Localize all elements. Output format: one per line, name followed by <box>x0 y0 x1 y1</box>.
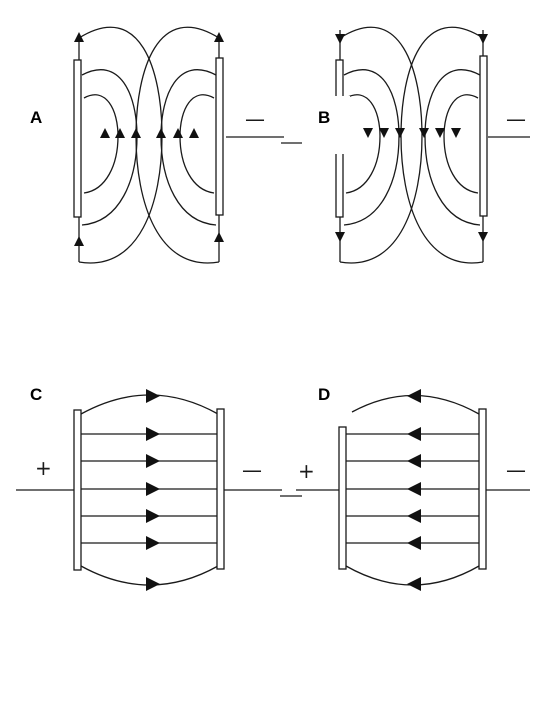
panel-a-arrow <box>156 128 166 138</box>
panel-a-right-loop-middle <box>160 69 217 226</box>
panel-b-arrow <box>363 128 373 138</box>
panel-a: A — <box>30 26 302 264</box>
panel-c-arrow <box>146 536 160 550</box>
panel-b-right-plate <box>479 55 488 217</box>
panel-d-arrow <box>407 454 421 468</box>
panel-b-right-loop-middle <box>424 69 481 226</box>
panel-a-left-plate <box>73 59 82 218</box>
panel-c-arrow <box>146 454 160 468</box>
panel-a-left-loop-outer <box>78 26 163 264</box>
panel-b-arrow <box>335 34 345 44</box>
panel-d-arrow <box>407 536 421 550</box>
panel-a-left-loop-middle <box>81 69 138 226</box>
panel-a-arrow <box>214 232 224 242</box>
panel-a-arrow <box>115 128 125 138</box>
panel-b-arrow <box>435 128 445 138</box>
panel-d-negative-sign: — <box>506 458 526 482</box>
panel-a-label: A <box>30 108 42 127</box>
panel-d-positive-sign: + <box>298 459 315 483</box>
panel-c-arrow <box>146 509 160 523</box>
panel-b-arrow <box>395 128 405 138</box>
panel-b-arrow <box>451 128 461 138</box>
panel-b-left-loop-outer <box>339 26 423 264</box>
panel-d-arrow <box>407 577 421 591</box>
panel-d-right-plate <box>478 408 487 570</box>
panel-b-arrow <box>478 232 488 242</box>
panel-b-arrow <box>419 128 429 138</box>
panel-b-left-loop-inner <box>345 94 381 194</box>
panel-a-negative-sign: — <box>245 107 265 131</box>
panel-b-arrow <box>478 34 488 44</box>
panel-c-arrow <box>146 577 160 591</box>
panel-b-arrow <box>335 232 345 242</box>
panel-d-arrow <box>407 427 421 441</box>
panel-c-arrow <box>146 427 160 441</box>
panel-c-arrow <box>146 389 160 403</box>
panel-a-arrow <box>189 128 199 138</box>
panel-c-positive-sign: + <box>35 456 52 480</box>
panel-b-label: B <box>318 108 330 127</box>
panel-b-plate-gap <box>334 96 346 154</box>
panel-b-left-loop-middle <box>343 69 400 226</box>
panel-b-arrow <box>379 128 389 138</box>
panel-b-right-loop-outer <box>400 26 484 264</box>
panel-d-label: D <box>318 385 330 404</box>
panel-b-right-loop-inner <box>443 94 479 194</box>
panel-c-label: C <box>30 385 42 404</box>
panel-a-right-loop-inner <box>179 94 215 194</box>
panel-a-right-plate <box>215 57 224 216</box>
panel-d-left-plate <box>338 426 347 570</box>
panel-a-arrow <box>173 128 183 138</box>
panel-d-arrow <box>407 389 421 403</box>
panel-d-arrow <box>407 509 421 523</box>
panel-a-right-loop-outer <box>135 26 220 264</box>
panel-a-arrow <box>74 32 84 42</box>
panel-d: D + — <box>296 385 530 591</box>
panel-c-left-plate <box>73 409 82 571</box>
panel-d-arrow <box>407 482 421 496</box>
panel-c-arrow <box>146 482 160 496</box>
panel-a-arrow <box>131 128 141 138</box>
panel-c-negative-sign: — <box>242 458 262 482</box>
panel-a-arrow <box>214 32 224 42</box>
panel-b-negative-sign: — <box>506 107 526 131</box>
panel-a-arrow <box>74 236 84 246</box>
panel-c: C + — <box>16 385 302 591</box>
panel-b: B — <box>318 26 530 264</box>
panel-a-left-loop-inner <box>83 94 119 194</box>
panel-c-right-plate <box>216 408 225 570</box>
panel-a-arrow <box>100 128 110 138</box>
